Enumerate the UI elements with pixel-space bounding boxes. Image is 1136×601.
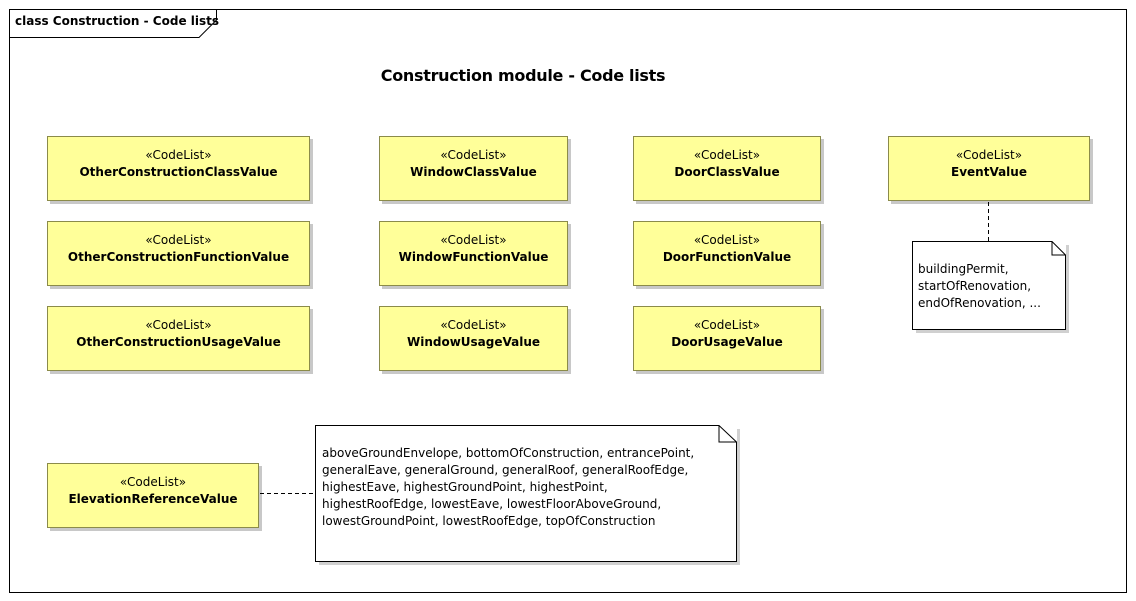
- stereotype-label: «CodeList»: [119, 475, 187, 489]
- stereotype-label: «CodeList»: [955, 148, 1023, 162]
- elevation-note-text: aboveGroundEnvelope, bottomOfConstructio…: [322, 446, 695, 528]
- codelist-window-usage[interactable]: «CodeList» WindowUsageValue: [379, 306, 568, 371]
- codelist-door-class[interactable]: «CodeList» DoorClassValue: [633, 136, 821, 201]
- note-shape: [315, 425, 740, 565]
- class-name: DoorUsageValue: [671, 335, 783, 349]
- frame-tab: class Construction - Code lists: [9, 9, 220, 38]
- codelist-other-construction-function[interactable]: «CodeList» OtherConstructionFunctionValu…: [47, 221, 310, 286]
- event-note-text: buildingPermit, startOfRenovation, endOf…: [918, 262, 1041, 310]
- diagram-title: Construction module - Code lists: [380, 66, 666, 85]
- event-values-note[interactable]: buildingPermit, startOfRenovation, endOf…: [912, 241, 1070, 334]
- class-name: DoorFunctionValue: [662, 250, 792, 264]
- stereotype-label: «CodeList»: [145, 318, 212, 332]
- class-name: WindowFunctionValue: [398, 250, 549, 264]
- stereotype-label: «CodeList»: [693, 233, 761, 247]
- elevation-values-note[interactable]: aboveGroundEnvelope, bottomOfConstructio…: [315, 425, 741, 565]
- stereotype-label: «CodeList»: [440, 233, 507, 247]
- frame-tab-shape: [9, 9, 217, 38]
- stereotype-label: «CodeList»: [145, 233, 212, 247]
- stereotype-label: «CodeList»: [440, 148, 507, 162]
- stereotype-label: «CodeList»: [693, 318, 761, 332]
- codelist-other-construction-class[interactable]: «CodeList» OtherConstructionClassValue: [47, 136, 310, 201]
- codelist-window-class[interactable]: «CodeList» WindowClassValue: [379, 136, 568, 201]
- note-shape: [912, 241, 1069, 333]
- class-name: EventValue: [951, 165, 1027, 179]
- codelist-event[interactable]: «CodeList» EventValue: [888, 136, 1090, 201]
- codelist-other-construction-usage[interactable]: «CodeList» OtherConstructionUsageValue: [47, 306, 310, 371]
- class-name: ElevationReferenceValue: [68, 492, 238, 506]
- codelist-elevation-reference[interactable]: «CodeList» ElevationReferenceValue: [47, 463, 259, 528]
- class-name: OtherConstructionFunctionValue: [67, 250, 290, 264]
- class-name: DoorClassValue: [674, 165, 780, 179]
- diagram-frame: [9, 9, 1127, 593]
- codelist-window-function[interactable]: «CodeList» WindowFunctionValue: [379, 221, 568, 286]
- stereotype-label: «CodeList»: [145, 148, 212, 162]
- class-name: WindowClassValue: [410, 165, 537, 179]
- stereotype-label: «CodeList»: [693, 148, 761, 162]
- codelist-door-usage[interactable]: «CodeList» DoorUsageValue: [633, 306, 821, 371]
- class-name: OtherConstructionClassValue: [79, 165, 278, 179]
- frame-tab-label: class Construction - Code lists: [15, 14, 220, 28]
- class-name: OtherConstructionUsageValue: [76, 335, 281, 349]
- codelist-door-function[interactable]: «CodeList» DoorFunctionValue: [633, 221, 821, 286]
- stereotype-label: «CodeList»: [440, 318, 507, 332]
- class-name: WindowUsageValue: [406, 335, 541, 349]
